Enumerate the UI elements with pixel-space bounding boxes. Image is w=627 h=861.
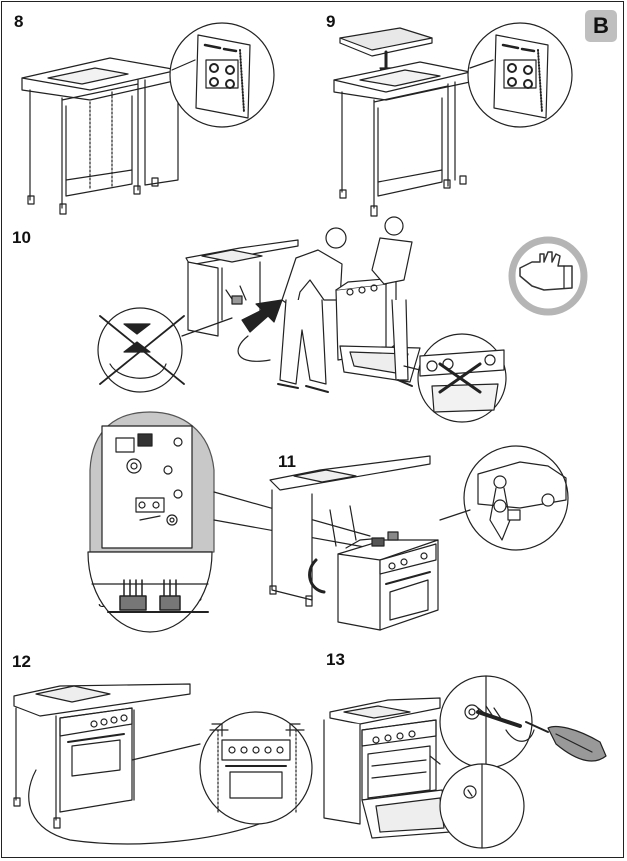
step-number-9: 9 xyxy=(326,12,336,31)
step9-illustration xyxy=(333,22,573,217)
step8-illustration xyxy=(21,22,275,215)
step10-illustration xyxy=(97,216,507,423)
step-number-13: 13 xyxy=(326,650,345,669)
section-badge: B xyxy=(585,10,617,42)
step-number-11: 11 xyxy=(278,452,296,471)
glove-icon xyxy=(508,236,588,316)
step12-illustration xyxy=(13,683,313,845)
step-number-12: 12 xyxy=(12,652,31,671)
step11-illustration xyxy=(87,411,569,633)
step-number-8: 8 xyxy=(14,12,24,31)
step-number-10: 10 xyxy=(12,228,31,247)
step13-illustration xyxy=(323,675,607,849)
